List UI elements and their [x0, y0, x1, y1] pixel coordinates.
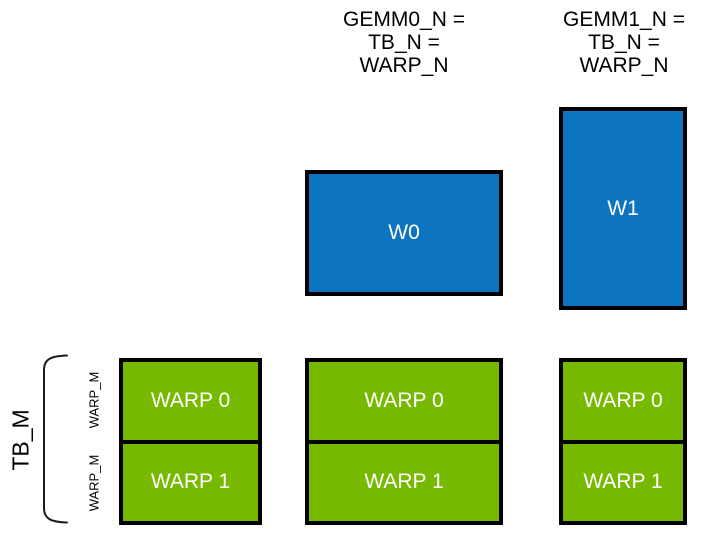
- warp-box-w1: W1: [559, 107, 687, 310]
- column-header-gemm0: GEMM0_N = TB_N = WARP_N: [304, 8, 504, 77]
- header-line: TB_N =: [368, 31, 440, 54]
- warp-row: WARP 1: [563, 439, 683, 522]
- warp-box-w0: W0: [305, 170, 503, 296]
- warp-row: WARP 1: [123, 439, 258, 522]
- warp-row-label: WARP 0: [583, 388, 663, 412]
- warp-row-label: WARP 0: [364, 388, 444, 412]
- warp-row: WARP 0: [309, 362, 499, 440]
- header-line: WARP_N: [359, 54, 449, 77]
- warp-box-label: W0: [388, 221, 420, 244]
- column-header-gemm1: GEMM1_N = TB_N = WARP_N: [524, 8, 720, 77]
- warp-tile-column-left: WARP 0 WARP 1: [119, 358, 262, 525]
- warp-row-label: WARP 0: [150, 388, 231, 412]
- bracket-path: [43, 354, 68, 524]
- warp-row-label: WARP 1: [583, 470, 663, 494]
- header-line: WARP_N: [579, 54, 669, 77]
- warp-row: WARP 0: [123, 362, 258, 440]
- warp-box-label: W1: [607, 196, 639, 220]
- warp-row: WARP 0: [563, 362, 683, 440]
- warp-row: WARP 1: [309, 439, 499, 522]
- warp-m-label-row1: WARP_M: [86, 454, 102, 512]
- warp-row-label: WARP 1: [364, 470, 444, 494]
- tb-m-label: TB_M: [7, 409, 34, 471]
- warp-m-label-row0: WARP_M: [86, 371, 102, 429]
- header-line: TB_N =: [588, 31, 660, 54]
- header-line: GEMM0_N =: [343, 8, 465, 31]
- header-line: GEMM1_N =: [563, 8, 685, 31]
- tb-m-bracket: [43, 354, 68, 524]
- warp-tile-column-gemm0: WARP 0 WARP 1: [305, 358, 503, 525]
- warp-tile-column-gemm1: WARP 0 WARP 1: [559, 358, 687, 525]
- warp-row-label: WARP 1: [150, 470, 231, 494]
